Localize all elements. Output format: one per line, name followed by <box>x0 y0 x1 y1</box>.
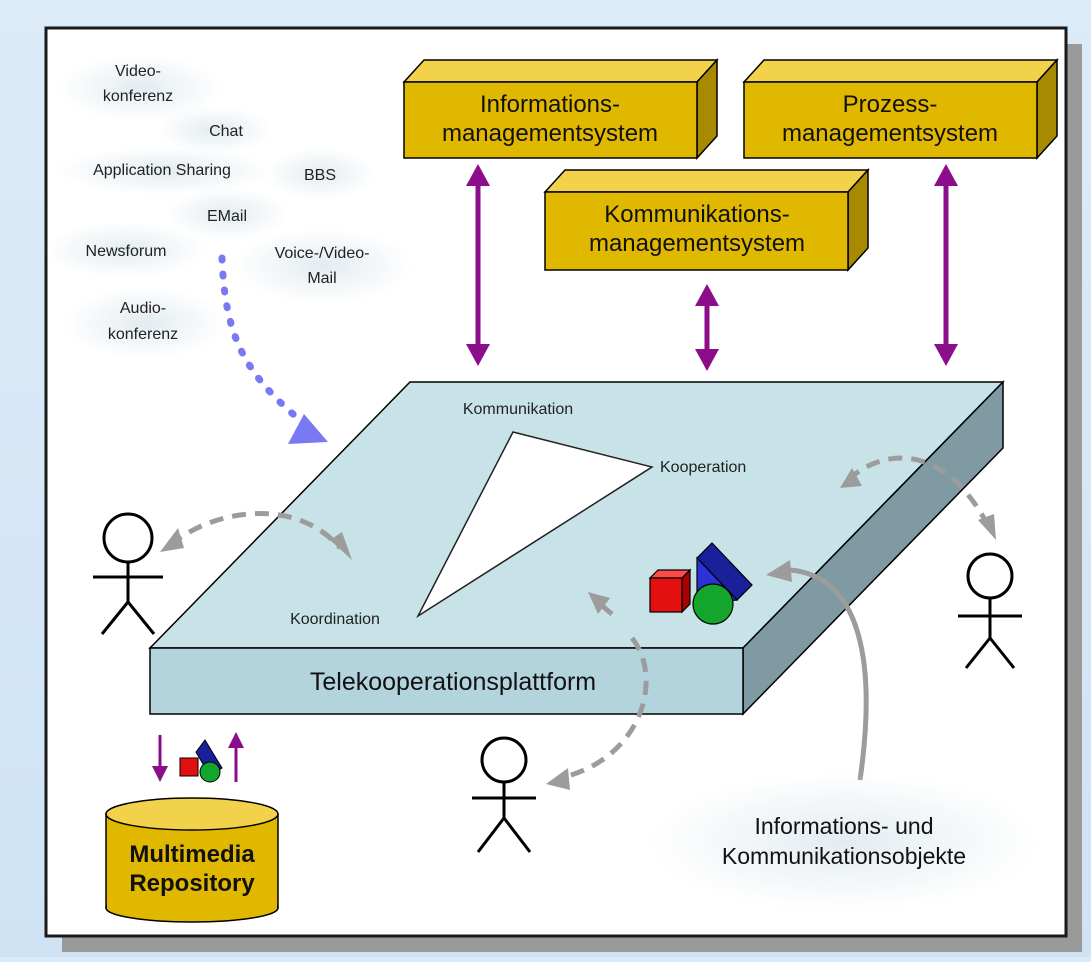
label-objects-1: Informations- und <box>755 813 934 839</box>
label-audiokonferenz-2: konferenz <box>108 326 178 343</box>
label-videokonferenz-1: Video- <box>115 63 161 80</box>
user-figure-right <box>958 552 1022 669</box>
services-to-platform-arrow <box>218 254 328 444</box>
repository-objects-icon <box>179 739 223 783</box>
label-prozess-1: Prozess- <box>843 91 938 118</box>
objects-on-platform <box>648 542 753 625</box>
user-figure-left <box>93 512 163 635</box>
k3-triangle <box>416 431 654 619</box>
arrow-kommunikations-platform <box>695 284 719 371</box>
label-objects-2: Kommunikationsobjekte <box>722 843 966 869</box>
label-prozess-2: managementsystem <box>782 120 998 147</box>
label-kommunikation: Kommunikation <box>463 401 573 418</box>
label-audiokonferenz-1: Audio- <box>120 300 166 317</box>
cloud-bbs <box>265 148 375 200</box>
dashed-interaction-arrows <box>168 455 988 781</box>
objects-label-group: Informations- und Kommunikationsobjekte <box>649 772 1039 912</box>
user-figure-bottom <box>472 736 536 853</box>
cloud-audiokonferenz <box>63 287 227 359</box>
purple-arrows <box>466 164 958 371</box>
multimedia-repository: Multimedia Repository <box>105 797 279 923</box>
label-bbs: BBS <box>304 167 336 184</box>
prozess-managementsystem-box: Prozess- managementsystem <box>742 58 1059 160</box>
label-chat: Chat <box>209 123 243 140</box>
cloud-videokonferenz <box>58 54 222 122</box>
cloud-email <box>165 188 289 240</box>
label-kooperation: Kooperation <box>660 459 746 476</box>
cloud-newsforum <box>44 222 208 278</box>
label-newsforum: Newsforum <box>86 243 167 260</box>
label-koordination: Koordination <box>290 611 380 628</box>
label-repository-2: Repository <box>129 870 255 897</box>
dashed-arrowheads <box>160 468 996 790</box>
kommunikations-managementsystem-box: Kommunikations- managementsystem <box>543 168 870 272</box>
label-email: EMail <box>207 208 247 225</box>
label-voice-video-mail-1: Voice-/Video- <box>275 245 370 262</box>
cloud-objects <box>649 772 1039 912</box>
label-kommunikations-1: Kommunikations- <box>604 201 789 228</box>
label-voice-video-mail-2: Mail <box>307 270 336 287</box>
label-informations-2: managementsystem <box>442 120 658 147</box>
label-informations-1: Informations- <box>480 91 620 118</box>
label-videokonferenz-2: konferenz <box>103 88 173 105</box>
repository-arrows <box>152 732 244 782</box>
arrow-prozess-platform <box>934 164 958 366</box>
label-application-sharing: Application Sharing <box>93 162 231 179</box>
cloud-chat <box>157 106 273 154</box>
label-repository-1: Multimedia <box>129 841 255 868</box>
informations-managementsystem-box: Informations- managementsystem <box>402 58 719 160</box>
cloud-application-sharing <box>55 147 275 195</box>
label-kommunikations-2: managementsystem <box>589 230 805 257</box>
arrow-informations-platform <box>466 164 490 366</box>
label-platform: Telekooperationsplattform <box>310 668 596 696</box>
telekooperationsplattform: Telekooperationsplattform Kommunikation … <box>148 380 1005 716</box>
cloud-voice-video-mail <box>233 228 413 304</box>
service-clouds: Video- konferenz Chat Application Sharin… <box>44 54 413 359</box>
